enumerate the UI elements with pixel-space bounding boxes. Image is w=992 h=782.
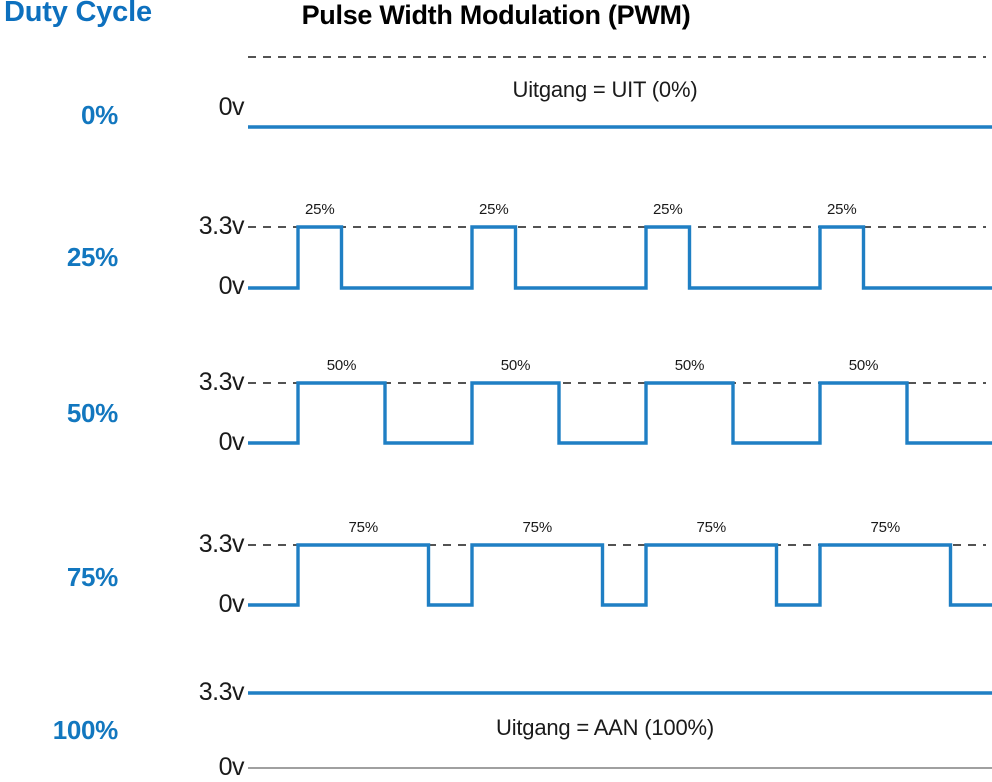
pulse-duty-annotation: 25% — [305, 201, 335, 218]
voltage-label-high-75: 3.3v — [198, 530, 245, 558]
voltage-label-low-75: 0v — [218, 590, 245, 618]
row-note-100: Uitgang = AAN (100%) — [496, 715, 714, 740]
pulse-duty-annotation: 50% — [674, 357, 705, 374]
pulse-duty-annotation: 75% — [870, 519, 901, 536]
pulse-duty-annotation: 75% — [348, 519, 379, 536]
waveform-100 — [248, 680, 992, 780]
duty-cycle-label-0: 0% — [81, 100, 118, 130]
row-note-0: Uitgang = UIT (0%) — [512, 77, 698, 102]
duty-cycle-heading: Duty Cycle — [4, 0, 152, 28]
duty-cycle-label-25: 25% — [66, 242, 118, 272]
voltage-label-high-25: 3.3v — [198, 212, 245, 240]
pulse-duty-annotation: 25% — [479, 201, 509, 218]
pwm-trace-50 — [248, 383, 992, 443]
voltage-label-high-100: 3.3v — [198, 678, 245, 706]
pwm-trace-75 — [248, 545, 992, 605]
pulse-duty-annotation: 25% — [827, 201, 857, 218]
voltage-label-low-0: 0v — [218, 93, 245, 121]
pulse-duty-annotation: 25% — [653, 201, 683, 218]
waveform-75 — [248, 518, 992, 618]
page-title: Pulse Width Modulation (PWM) — [301, 0, 691, 30]
voltage-label-low-25: 0v — [218, 272, 245, 300]
duty-cycle-label-75: 75% — [66, 562, 118, 592]
waveform-0 — [248, 40, 992, 150]
pulse-duty-annotation: 50% — [500, 357, 531, 374]
pulse-duty-annotation: 75% — [522, 519, 553, 536]
duty-cycle-label-50: 50% — [66, 398, 118, 428]
voltage-label-low-50: 0v — [218, 428, 245, 456]
pulse-duty-annotation: 50% — [848, 357, 879, 374]
waveform-25 — [248, 200, 992, 300]
duty-cycle-label-100: 100% — [52, 715, 119, 745]
voltage-label-low-100: 0v — [218, 753, 245, 781]
voltage-label-high-50: 3.3v — [198, 368, 245, 396]
pwm-trace-25 — [248, 227, 992, 288]
pulse-duty-annotation: 75% — [696, 519, 727, 536]
pulse-duty-annotation: 50% — [326, 357, 357, 374]
waveform-50 — [248, 356, 992, 456]
